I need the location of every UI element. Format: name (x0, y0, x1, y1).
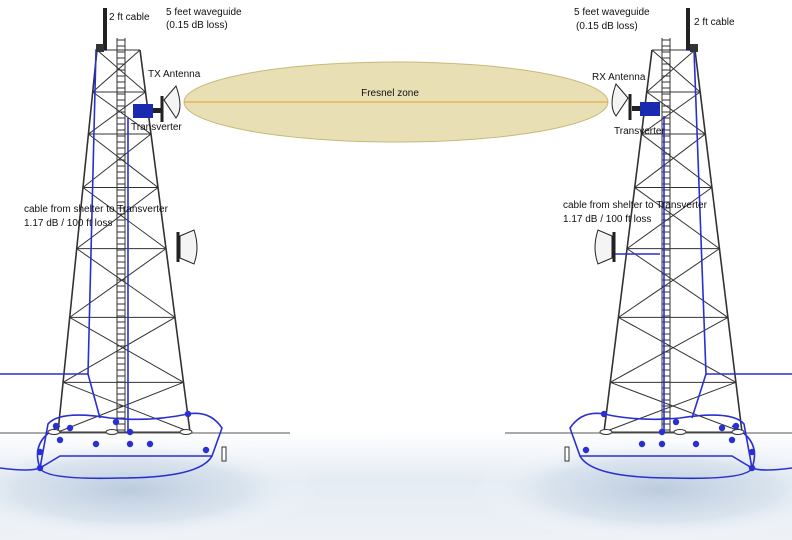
ground (0, 432, 792, 540)
left-ladder (116, 38, 126, 432)
left-leg-left (57, 49, 98, 433)
right-brace (609, 316, 729, 383)
right-cable (569, 412, 754, 470)
left-brace (69, 248, 167, 318)
left-connector-dot (52, 422, 60, 430)
left-connector-dot (36, 464, 44, 472)
right-antenna-label: RX Antenna (592, 72, 646, 83)
right-brace (641, 91, 701, 135)
left-waveguide-label-2: (0.15 dB loss) (166, 20, 228, 31)
right-connector-dot (582, 446, 590, 454)
right-connector-dot (748, 448, 756, 456)
left-brace (88, 133, 159, 188)
right-shelter-cable-label-1: cable from shelter to Transverter (563, 200, 708, 211)
right-brace (626, 187, 713, 250)
left-connector-dot (184, 410, 192, 418)
right-shelter-post (564, 446, 570, 462)
left-brace (92, 91, 152, 135)
right-connector-dot (748, 464, 756, 472)
right-brace (618, 248, 720, 318)
right-waveguide (632, 106, 640, 111)
left-footing (105, 429, 119, 435)
left-brace (57, 381, 184, 433)
left-shelter-post (221, 446, 227, 462)
right-mast-tip (690, 44, 698, 52)
left-waveguide-label-1: 5 feet waveguide (166, 7, 242, 18)
right-dish-antenna-icon (594, 229, 616, 265)
left-transverter (133, 104, 153, 118)
right-brace (651, 49, 701, 93)
left-footing (179, 429, 193, 435)
left-brace (69, 316, 184, 383)
right-brace (610, 381, 743, 433)
right-rx-antenna-icon (611, 83, 632, 120)
left-footing (47, 429, 61, 435)
left-tower: 2 ft cable 5 feet waveguide (0.15 dB los… (0, 7, 242, 480)
right-brace (634, 187, 720, 250)
left-dish-antenna-icon (176, 229, 198, 265)
right-footing (673, 429, 687, 435)
right-brace (646, 91, 706, 135)
left-connector-dot (36, 448, 44, 456)
left-connector-dot (126, 428, 134, 436)
left-cabling (0, 49, 223, 480)
right-connector-dot (600, 410, 608, 418)
right-connector-dot (718, 424, 726, 432)
right-shelter-cable-label-2: 1.17 dB / 100 ft loss (563, 214, 651, 225)
left-transverter-label: Transverter (131, 122, 182, 133)
right-connector-dot (672, 418, 680, 426)
left-cable (39, 455, 213, 480)
right-footing (599, 429, 613, 435)
left-connector-dot (92, 440, 100, 448)
right-mast (686, 8, 690, 50)
right-cable (691, 373, 707, 419)
right-cabling (569, 49, 792, 480)
right-cable (579, 455, 753, 480)
left-connector-dot (112, 418, 120, 426)
left-shelter-cable-label-2: 1.17 dB / 100 ft loss (24, 218, 112, 229)
left-connector-dot (126, 440, 134, 448)
right-connector-dot (692, 440, 700, 448)
fresnel-zone-label: Fresnel zone (361, 88, 419, 99)
right-cable-label: 2 ft cable (694, 17, 735, 28)
left-brace (62, 316, 176, 383)
left-mast-tip (96, 44, 104, 52)
right-connector-dot (638, 440, 646, 448)
right-transverter (640, 102, 660, 116)
right-connector-dot (728, 436, 736, 444)
left-brace (62, 381, 191, 433)
right-connector-dot (658, 440, 666, 448)
left-tx-antenna-icon (160, 85, 181, 122)
right-cable (686, 49, 792, 375)
left-brace (96, 49, 146, 93)
left-cable-label: 2 ft cable (109, 12, 150, 23)
left-cable (87, 373, 101, 419)
left-connector-dot (66, 424, 74, 432)
right-waveguide-label-2: (0.15 dB loss) (576, 21, 638, 32)
left-mast (103, 8, 107, 50)
right-tower: 2 ft cable 5 feet waveguide (0.15 dB los… (563, 7, 792, 480)
left-connector-dot (56, 436, 64, 444)
right-connector-dot (658, 428, 666, 436)
fresnel-zone: Fresnel zone (183, 61, 609, 143)
left-connector-dot (202, 446, 210, 454)
right-connector-dot (732, 422, 740, 430)
right-transverter-label: Transverter (614, 126, 665, 137)
left-antenna-label: TX Antenna (148, 69, 201, 80)
right-leg-right (694, 49, 743, 433)
left-brace (82, 187, 167, 250)
left-waveguide (153, 108, 161, 113)
left-connector-dot (146, 440, 154, 448)
right-brace (626, 248, 729, 318)
right-brace (641, 133, 713, 188)
left-brace (92, 49, 141, 93)
right-brace (646, 49, 696, 93)
left-brace (76, 248, 176, 318)
right-brace (618, 316, 737, 383)
right-footing (731, 429, 745, 435)
right-waveguide-label-1: 5 feet waveguide (574, 7, 650, 18)
left-shelter-cable-label-1: cable from shelter to Transverter (24, 204, 169, 215)
left-cable (38, 412, 223, 470)
